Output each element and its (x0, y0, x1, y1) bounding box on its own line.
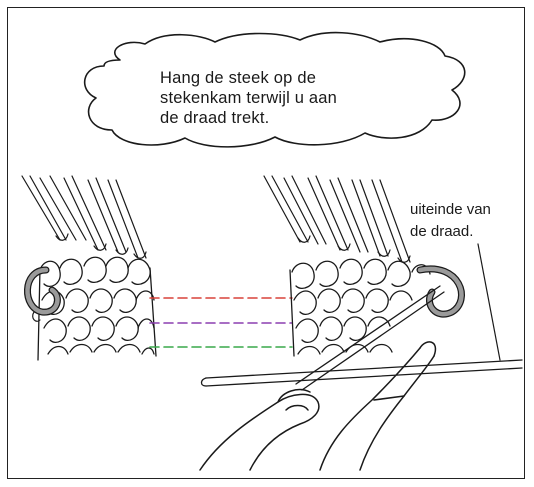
right-yarn-loop (420, 269, 462, 314)
yarn-end-label-line-1: uiteinde van (410, 199, 520, 221)
yarn-end-label: uiteinde van de draad. (410, 199, 520, 243)
transfer-needle (296, 286, 444, 390)
instruction-line-2: stekenkam terwijl u aan (160, 88, 420, 108)
instruction-text: Hang de steek op de stekenkam terwijl u … (160, 68, 420, 128)
guide-lines (150, 298, 292, 347)
yarn-end-label-line-2: de draad. (410, 221, 520, 243)
right-comb-hooks (264, 176, 410, 262)
hand-illustration (200, 342, 435, 470)
instruction-line-3: de draad trekt. (160, 108, 420, 128)
left-yarn-loop (27, 270, 57, 321)
callout-pointer (478, 244, 500, 360)
comb-bar (202, 360, 523, 386)
left-comb-hooks (22, 176, 146, 258)
instruction-line-1: Hang de steek op de (160, 68, 420, 88)
